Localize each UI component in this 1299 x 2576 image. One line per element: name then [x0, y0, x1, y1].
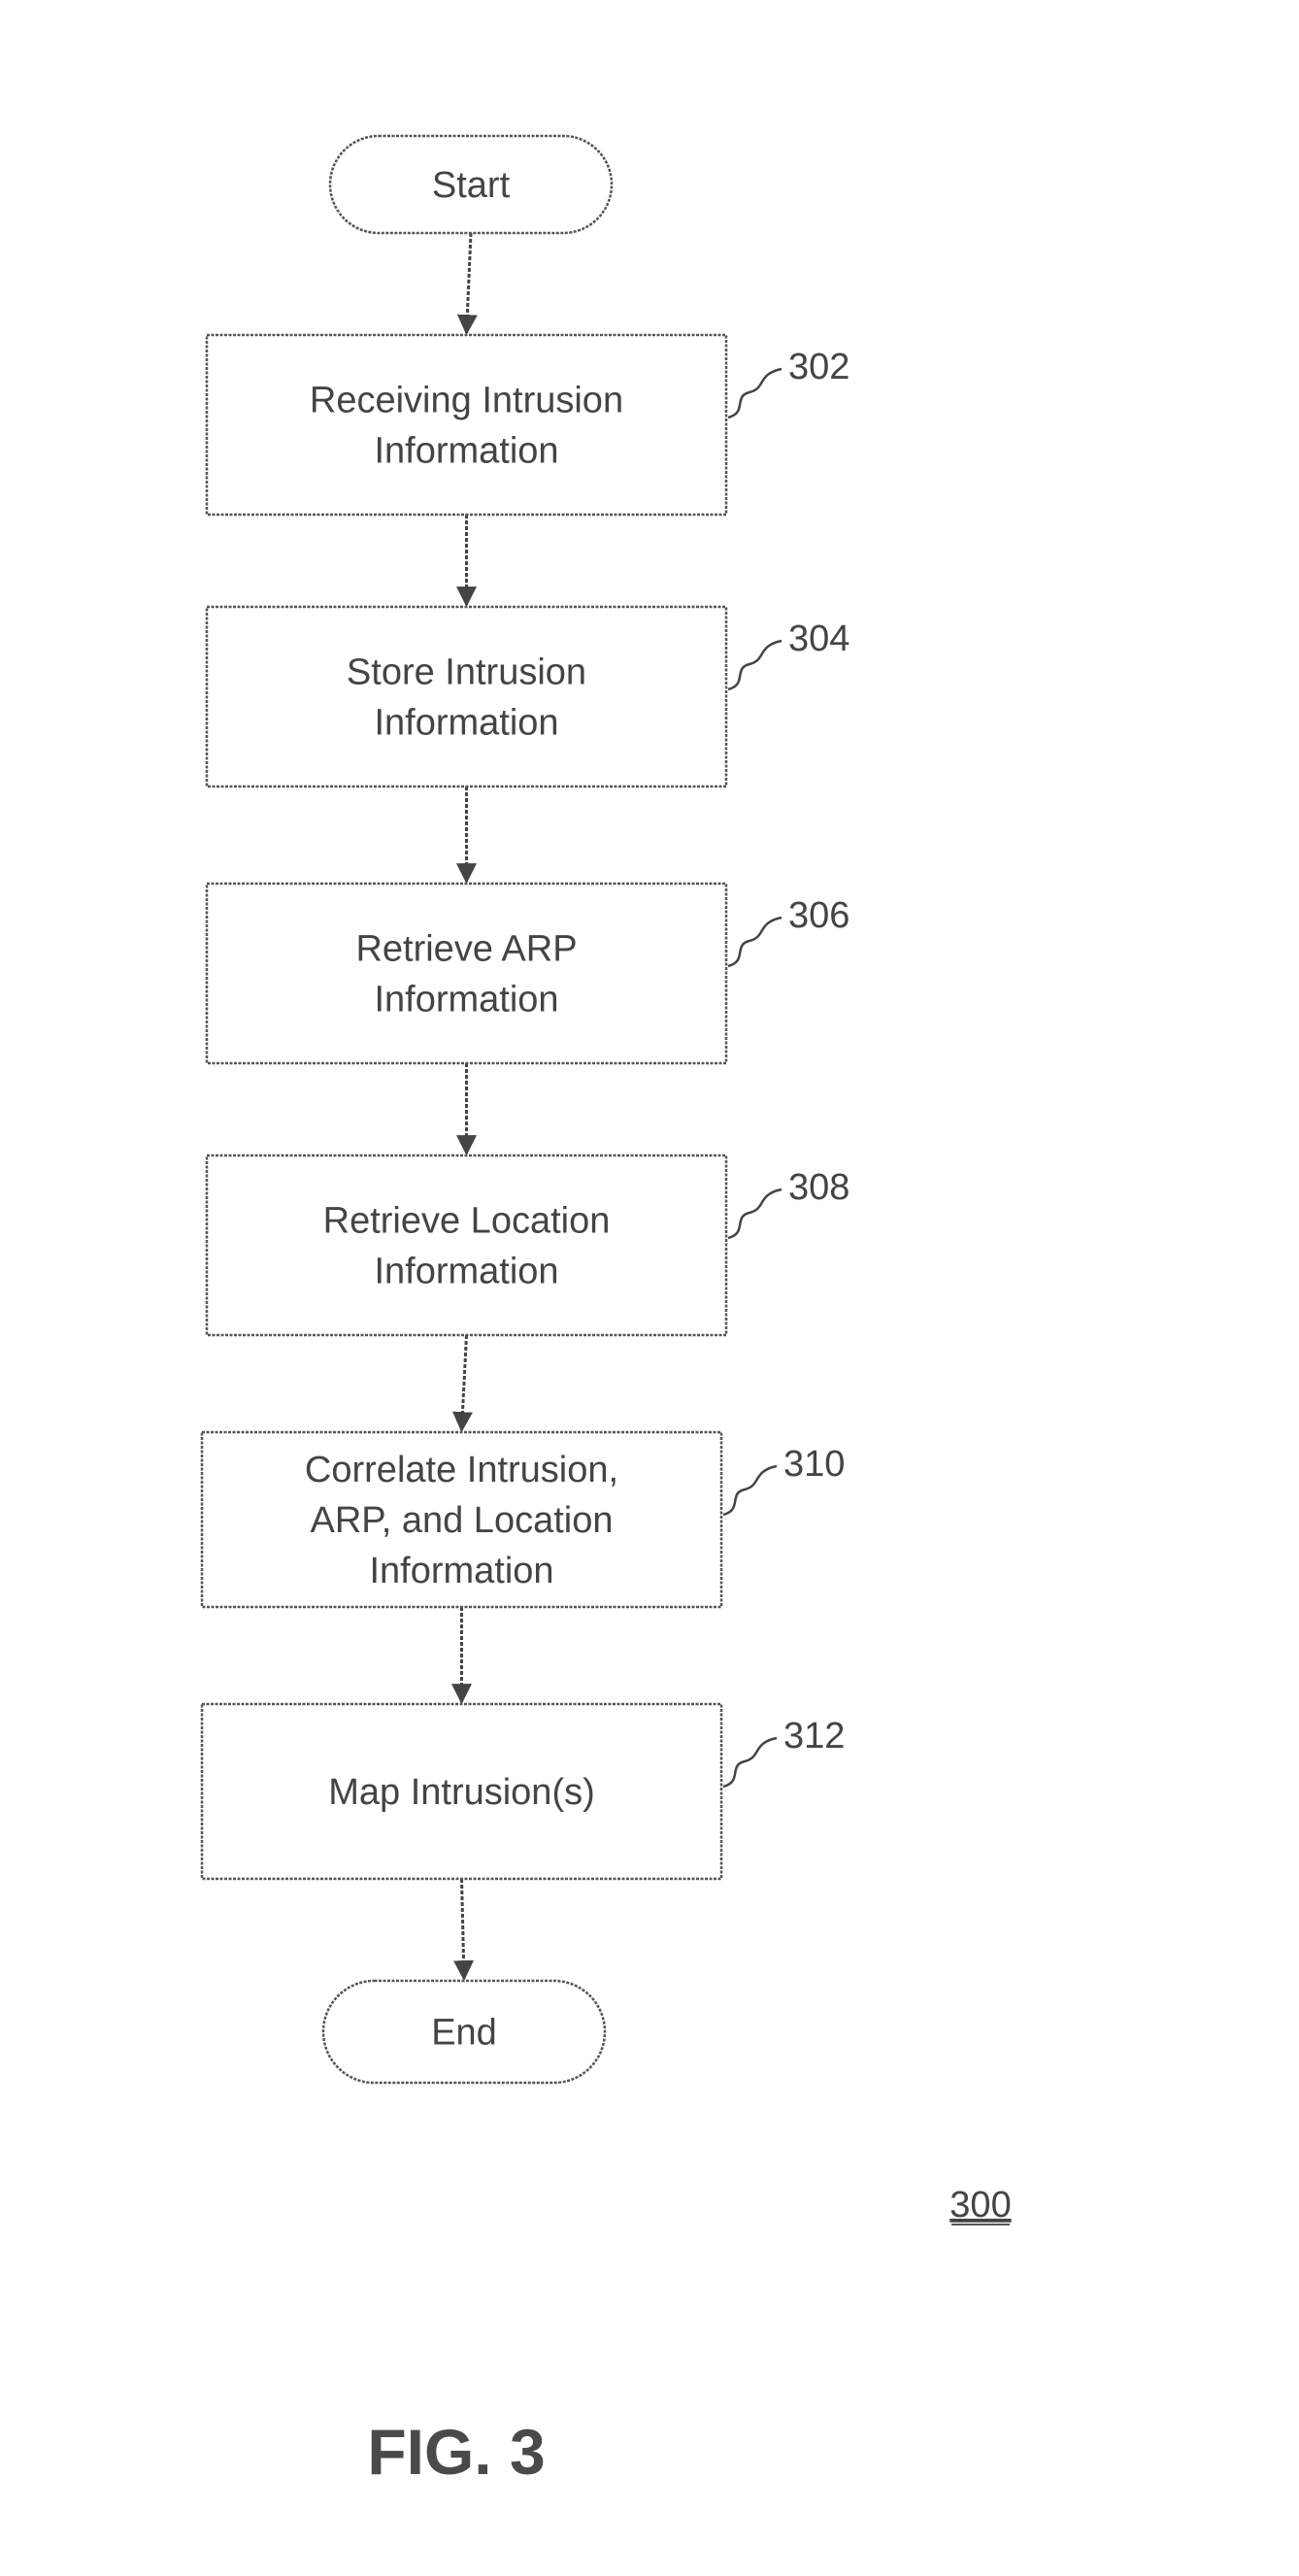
- node-label-308-line-1: Information: [374, 1252, 558, 1292]
- figure-number: 300: [949, 2185, 1011, 2225]
- reference-number-304: 304: [788, 619, 849, 659]
- node-end: End: [323, 1981, 605, 2083]
- reference-number-310: 310: [783, 1444, 845, 1485]
- reference-number-302: 302: [788, 347, 849, 387]
- node-label-302-line-0: Receiving Intrusion: [310, 381, 623, 421]
- node-304: Store IntrusionInformation: [207, 607, 726, 786]
- leader-line-312: [723, 1738, 777, 1787]
- node-310: Correlate Intrusion, ARP, and LocationInf…: [202, 1432, 721, 1607]
- node-label-312-line-0: Map Intrusion(s): [328, 1772, 595, 1813]
- figure-label: FIG. 3: [367, 2416, 545, 2488]
- node-label-310-line-1: ARP, and Location: [311, 1500, 614, 1541]
- node-label-end-line-0: End: [431, 2013, 497, 2054]
- node-start: Start: [330, 136, 612, 233]
- node-label-310-line-2: Information: [369, 1551, 553, 1591]
- node-label-310-line-0: Correlate Intrusion,: [305, 1450, 618, 1490]
- reference-number-312: 312: [783, 1716, 845, 1756]
- leader-line-310: [723, 1466, 777, 1515]
- edge-start-to-302: [467, 233, 472, 333]
- leader-line-302: [728, 369, 782, 418]
- node-label-304-line-0: Store Intrusion: [347, 652, 586, 693]
- node-label-302-line-1: Information: [374, 431, 558, 472]
- leader-line-306: [728, 918, 782, 966]
- process-box-308: [207, 1155, 726, 1335]
- node-label-306-line-1: Information: [374, 980, 558, 1020]
- edge-312-to-end: [462, 1879, 465, 1979]
- node-label-306-line-0: Retrieve ARP: [355, 929, 577, 970]
- node-label-308-line-0: Retrieve Location: [323, 1201, 611, 1242]
- leader-line-304: [728, 641, 782, 689]
- process-box-306: [207, 884, 726, 1063]
- nodes-layer: StartReceiving IntrusionInformationStore…: [202, 136, 726, 2083]
- node-312: Map Intrusion(s): [202, 1704, 721, 1879]
- labels-layer: 302 304 306 308 310 312: [723, 347, 849, 1787]
- reference-number-306: 306: [788, 895, 849, 936]
- process-box-304: [207, 607, 726, 786]
- node-308: Retrieve LocationInformation: [207, 1155, 726, 1335]
- process-box-302: [207, 335, 726, 515]
- node-306: Retrieve ARP Information: [207, 884, 726, 1063]
- node-label-304-line-1: Information: [374, 703, 558, 744]
- edge-308-to-310: [462, 1335, 467, 1430]
- node-label-start-line-0: Start: [432, 165, 511, 206]
- node-302: Receiving IntrusionInformation: [207, 335, 726, 515]
- reference-number-308: 308: [788, 1167, 849, 1208]
- leader-line-308: [728, 1189, 782, 1238]
